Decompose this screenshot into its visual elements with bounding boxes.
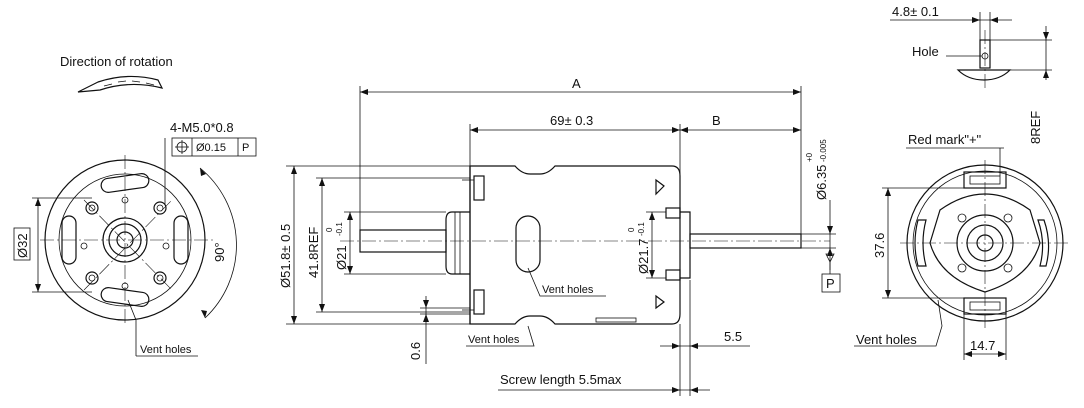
dia32-label: Ø32 (15, 233, 30, 258)
boss217-label: Ø21.7 (636, 239, 651, 274)
dim69-label: 69± 0.3 (550, 113, 593, 128)
body-dia-label: Ø51.8± 0.5 (278, 224, 293, 288)
datum-p-label: P (826, 276, 835, 291)
side-view: A 69± 0.3 B (278, 76, 841, 396)
tolerance-value: Ø0.15 (196, 142, 226, 154)
hole-label: Hole (912, 44, 939, 59)
svg-text:0: 0 (325, 227, 334, 232)
vent-left-label: Vent holes (140, 344, 192, 356)
vent-bottom-label: Vent holes (468, 334, 520, 346)
shaft-dia-label: Ø6.35 (814, 165, 829, 200)
rotation-arrow-icon (77, 75, 164, 93)
dim376-label: 37.6 (872, 233, 887, 258)
vent-right-label: Vent holes (856, 332, 917, 347)
direction-label: Direction of rotation (60, 54, 173, 69)
terminal-detail: 4.8± 0.1 Hole 8REF (890, 4, 1052, 144)
dimB-label: B (712, 113, 721, 128)
dim06-label: 0.6 (408, 342, 423, 360)
svg-text:-0.005: -0.005 (819, 139, 828, 162)
left-end-view: Direction of rotation 4-M5.0*0.8 Ø0.15 P (13, 54, 257, 357)
dimA-label: A (572, 76, 581, 91)
vent-mid-label: Vent holes (542, 284, 594, 296)
right-end-view: Red mark"+" 37.6 Vent holes (854, 132, 1070, 360)
bolt-pattern-label: 4-M5.0*0.8 (170, 120, 234, 135)
tolerance-datum: P (242, 142, 249, 154)
dim48-label: 4.8± 0.1 (892, 4, 939, 19)
ref418-label: 41.8REF (306, 227, 321, 278)
svg-text:+0: +0 (805, 152, 814, 162)
position-tolerance-frame: Ø0.15 P (171, 137, 257, 157)
svg-text:-0.1: -0.1 (335, 222, 344, 236)
angle90-label: 90° (212, 242, 227, 262)
dim147-label: 14.7 (970, 338, 995, 353)
svg-text:0: 0 (627, 227, 636, 232)
svg-text:-0.1: -0.1 (637, 222, 646, 236)
screw-label: Screw length 5.5max (500, 372, 622, 387)
boss21-label: Ø21 (334, 245, 349, 270)
ref8-label: 8REF (1028, 111, 1043, 144)
red-mark-label: Red mark"+" (908, 132, 982, 147)
dim55-label: 5.5 (724, 329, 742, 344)
